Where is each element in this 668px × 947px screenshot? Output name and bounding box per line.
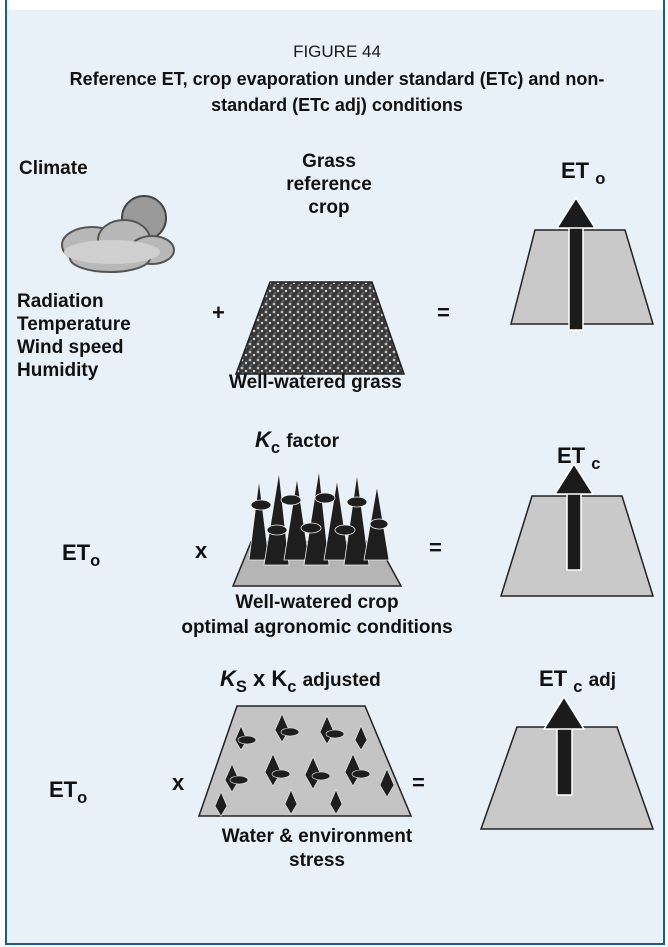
eto-heading-sub: o [595,169,606,188]
ks-sub: S [235,677,247,696]
figure-frame: FIGURE 44 Reference ET, crop evaporation… [5,0,665,945]
etc-adj-heading: ET c adj [539,666,617,696]
factor-wind-speed: Wind speed [17,337,124,358]
eto-input-3-sub: o [77,788,88,807]
times-sign-2: x [172,770,185,795]
times-sign-1: x [195,538,208,563]
plus-sign: + [212,300,225,325]
climate-factors: Radiation Temperature Wind speed Humidit… [17,290,131,382]
eto-input-2-sub: o [90,551,101,570]
eto-heading-main: ET [561,158,590,183]
eto-input-2: ETo [62,540,100,570]
crop-caption-line2: optimal agronomic conditions [181,617,453,638]
ks-kc-adjusted-heading: KS x Kc adjusted [220,666,381,696]
factor-radiation: Radiation [17,291,104,312]
grass-reference-heading: Grass reference crop [286,151,372,218]
adjusted-label: adjusted [302,670,381,691]
cloud-sun-icon [61,195,175,273]
eto-input-3: ETo [49,777,87,807]
equals-sign-2: = [429,535,442,560]
equals-sign-1: = [437,300,450,325]
stressed-crop-image [197,705,413,817]
etc-adj-suffix: adj [588,670,617,691]
ks-k: K [220,666,236,691]
kc-sub-3: c [287,677,297,696]
eto-heading: ET o [561,158,605,188]
climate-heading: Climate [19,158,88,179]
etc-heading: ET c [557,443,600,473]
kc-factor-label: factor [286,431,339,452]
stress-caption-line1: Water & environment [221,826,413,847]
etc-adj-sub: c [573,677,583,696]
factor-humidity: Humidity [17,360,99,381]
eto-input-2-main: ET [62,540,91,565]
crop-patch-image [231,469,403,587]
ks-times-k: x K [253,666,288,691]
eto-input-3-main: ET [49,777,78,802]
etc-adj-output-surface [479,695,655,830]
eto-output-surface [510,196,655,331]
etc-adj-main: ET [539,666,568,691]
kc-sub: c [270,438,281,457]
crop-caption-line1: Well-watered crop [235,592,399,613]
etc-heading-main: ET [557,443,586,468]
etc-output-surface [499,462,655,597]
kc-k: K [255,427,271,452]
kc-factor-heading: Kc factor [255,427,339,457]
figure-label: FIGURE 44 [293,42,381,61]
grass-caption: Well-watered grass [229,372,402,393]
factor-temperature: Temperature [17,314,131,335]
stress-caption-line2: stress [289,850,345,871]
grass-patch-image [234,281,406,375]
etc-heading-sub: c [591,454,601,473]
figure-title: Reference ET, crop evaporation under sta… [69,69,605,115]
equals-sign-3: = [412,770,425,795]
